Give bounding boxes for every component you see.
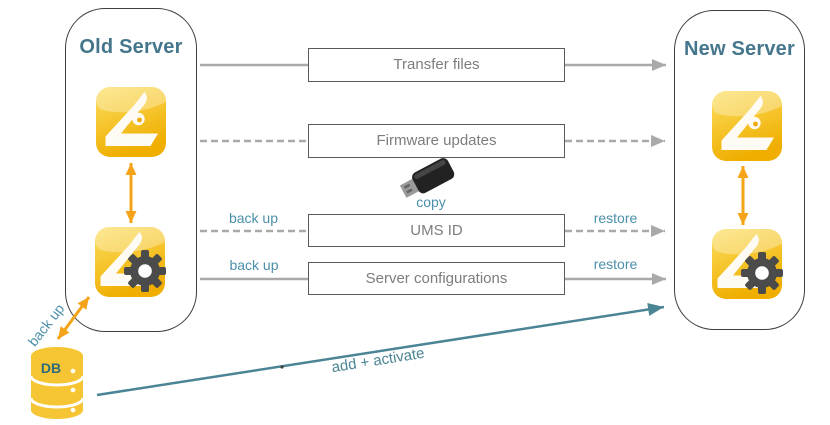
db-backup-arrow [56,296,91,340]
gear-icon [741,252,783,294]
flow-box-firmware-updates: Firmware updates [308,124,565,158]
igel-ums-app-icon-old [96,87,166,157]
restore-label-server-configurations: restore [593,256,638,272]
igel-ums-config-icon-new [712,229,783,299]
igel-ums-config-icon-old [95,227,166,297]
flow-box-transfer-files: Transfer files [308,48,565,82]
restore-label-ums-id: restore [593,210,638,226]
gear-icon [124,250,166,292]
add-activate-arrow [96,303,665,397]
stray-dot [280,365,284,369]
usb-stick-icon [399,158,455,198]
copy-label: copy [416,194,446,210]
db-label: DB [40,360,62,376]
old-server-title: Old Server [79,36,183,58]
database-icon [29,347,85,419]
flow-box-ums-id: UMS ID [308,214,565,247]
new-server-title: New Server [684,38,795,60]
flow-box-server-configurations: Server configurations [308,262,565,295]
backup-label-server-configurations: back up [229,257,279,273]
igel-ums-app-icon-new [712,91,782,161]
backup-label-ums-id: back up [228,210,279,226]
